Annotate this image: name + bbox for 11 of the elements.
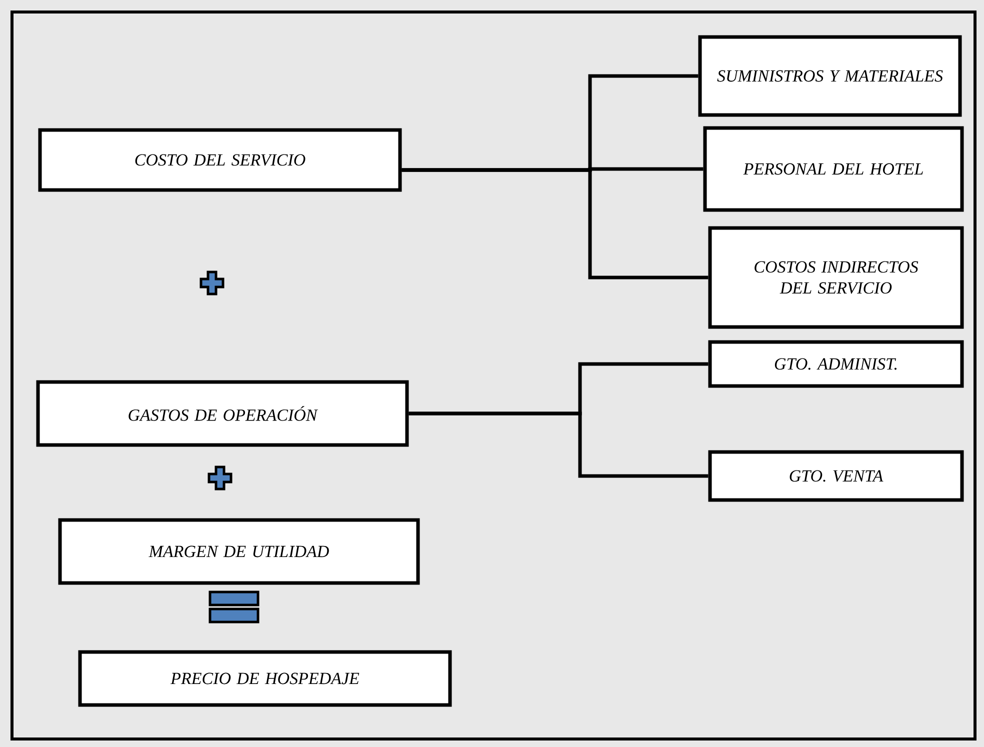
text-box: PERSONAL DEL HOTEL [703,126,964,212]
connector-line [408,412,708,478]
text-box: MARGEN DE UTILIDAD [58,518,420,585]
text-box: COSTOS INDIRECTOS DEL SERVICIO [708,226,964,329]
text-box: GTO. VENTA [708,450,964,502]
text-box: SUMINISTROS Y MATERIALES [698,35,962,117]
text-box: PRECIO DE HOSPEDAJE [78,650,452,707]
text-box: COSTO DEL SERVICIO [38,128,402,192]
text-box: GASTOS DE OPERACIÓN [36,380,409,447]
text-box: GTO. ADMINIST. [708,340,964,388]
connector-line [402,168,708,280]
